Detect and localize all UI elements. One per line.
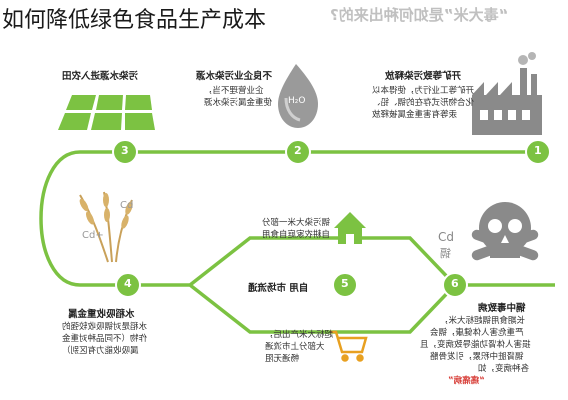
cd-skull-sub: 镉 xyxy=(440,247,451,260)
page-title: 如何降低绿色食品生产成本 xyxy=(2,8,267,33)
step5-heading: 自用 市场流通 xyxy=(248,283,309,294)
flow-line xyxy=(39,150,555,334)
step4-body-line3: 属吸收能力有区别） xyxy=(62,346,139,356)
house-icon xyxy=(334,212,366,244)
step1-body-line2: 化合物形式存在的镉、铅、 xyxy=(372,98,475,108)
step2-body-line2: 使重金属污染水源 xyxy=(204,98,273,108)
step1-body-line3: 汞等有害重金属被释放 xyxy=(372,110,458,120)
cd-plus-label: Cd+ xyxy=(82,230,104,241)
step5-bottom-line1: 超标大米产出后， xyxy=(265,330,334,340)
step-number-1: 1 xyxy=(534,144,542,157)
step-number-3: 3 xyxy=(121,144,129,157)
step6-heading: 镉中毒致病 xyxy=(478,303,526,314)
step5-bottom-line2: 大部分上市流通 xyxy=(265,342,325,352)
step-number-5: 5 xyxy=(341,277,349,290)
step3-heading: 污染水源进入农田 xyxy=(62,71,139,82)
farmland-icon xyxy=(58,95,155,130)
step1-heading: 开矿等致污染释放 xyxy=(385,71,462,82)
water-drop-icon xyxy=(278,64,318,128)
step5-top-line1: 镉污染大米一部分 xyxy=(262,218,331,228)
step4-body-line2: 作物（不同品种对重金 xyxy=(62,334,148,344)
step-number-4: 4 xyxy=(124,277,132,290)
step-circle-1 xyxy=(525,139,551,165)
factory-icon xyxy=(472,52,542,135)
step-circle-6 xyxy=(442,272,468,298)
step-circle-2 xyxy=(285,139,311,165)
cd-skull-label: Cd xyxy=(438,230,454,244)
step-circle-5 xyxy=(332,272,358,298)
step6-body-line4: 镉肾脏中积累，引发骨骼 xyxy=(430,352,524,362)
step5-bottom-line3: 畅通无阻 xyxy=(265,354,300,364)
cd-chem-label: Cd xyxy=(120,200,134,211)
skull-icon xyxy=(471,202,539,261)
step6-body-line1: 长期食用镉超标大米， xyxy=(440,316,526,326)
step2-heading: 不良企业污染水源 xyxy=(196,71,273,82)
step4-heading: 水稻吸收重金属 xyxy=(68,309,135,320)
step6-body-line3: 损害人体肾功能导致病变，且 xyxy=(420,340,531,350)
step-number-2: 2 xyxy=(294,144,302,157)
step6-body-line5: 各种病变，如 xyxy=(478,364,530,374)
shopping-cart-icon xyxy=(330,330,368,362)
step-number-6: 6 xyxy=(451,277,459,290)
step6-highlight: “痛痛病” xyxy=(448,376,485,386)
step-circle-3 xyxy=(112,139,138,165)
h2o-label: H₂O xyxy=(288,96,306,106)
wheat-icon xyxy=(79,191,133,263)
step4-body-line1: 水稻是对镉吸收较强的 xyxy=(62,322,148,332)
step6-body-line2: 严重危害人体健康，镉会 xyxy=(430,328,524,338)
step-circle-4 xyxy=(115,272,141,298)
step2-body-line1: 企业管理不当， xyxy=(204,86,264,96)
step5-top-line2: 自耕农家庭自食用 xyxy=(262,230,331,240)
step1-body-line1: 开矿等工业行为，使得本以 xyxy=(372,86,475,96)
